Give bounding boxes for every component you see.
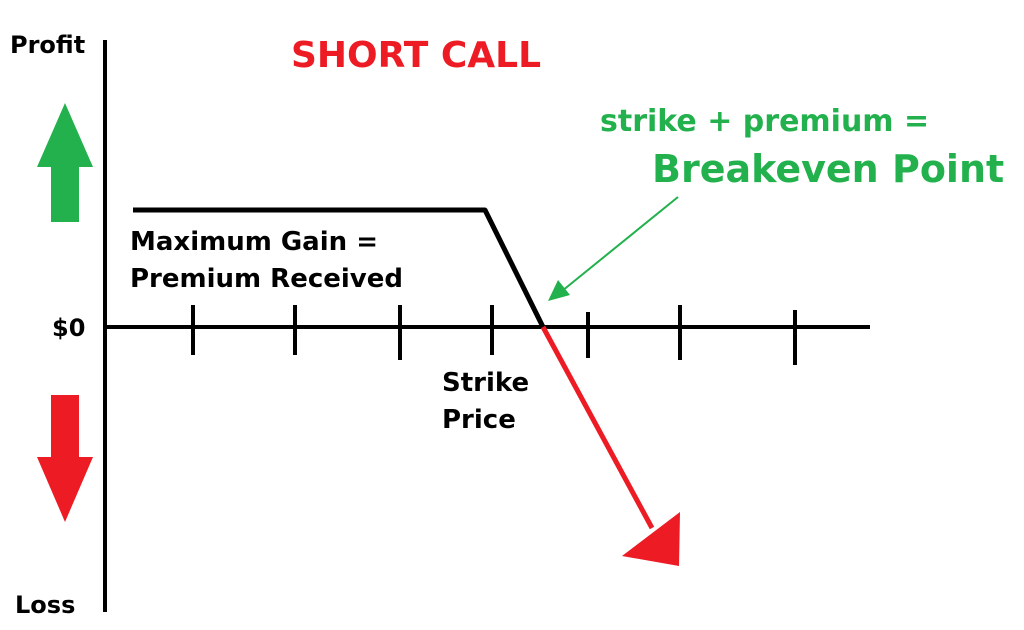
breakeven-line2: Breakeven Point bbox=[652, 147, 1004, 191]
x-axis-ticks bbox=[191, 305, 797, 365]
strike-label-line1: Strike bbox=[442, 368, 529, 398]
breakeven-line1: strike + premium = bbox=[600, 104, 929, 139]
zero-label: $0 bbox=[52, 314, 85, 342]
breakeven-pointer-line bbox=[561, 196, 679, 292]
payoff-profit-line bbox=[133, 207, 546, 329]
y-axis-bottom-label: Loss bbox=[15, 591, 75, 619]
y-axis-top-label: Profit bbox=[10, 31, 85, 59]
max-gain-line1: Maximum Gain = bbox=[130, 227, 378, 257]
strike-label-line2: Price bbox=[442, 405, 516, 435]
loss-arrow-icon bbox=[37, 395, 93, 522]
chart-title: SHORT CALL bbox=[291, 35, 541, 76]
profit-arrow-icon bbox=[37, 103, 93, 222]
max-gain-line2: Premium Received bbox=[130, 264, 403, 294]
breakeven-pointer-arrowhead bbox=[548, 280, 570, 301]
loss-arrowhead bbox=[622, 512, 680, 566]
payoff-loss-line bbox=[540, 325, 655, 530]
